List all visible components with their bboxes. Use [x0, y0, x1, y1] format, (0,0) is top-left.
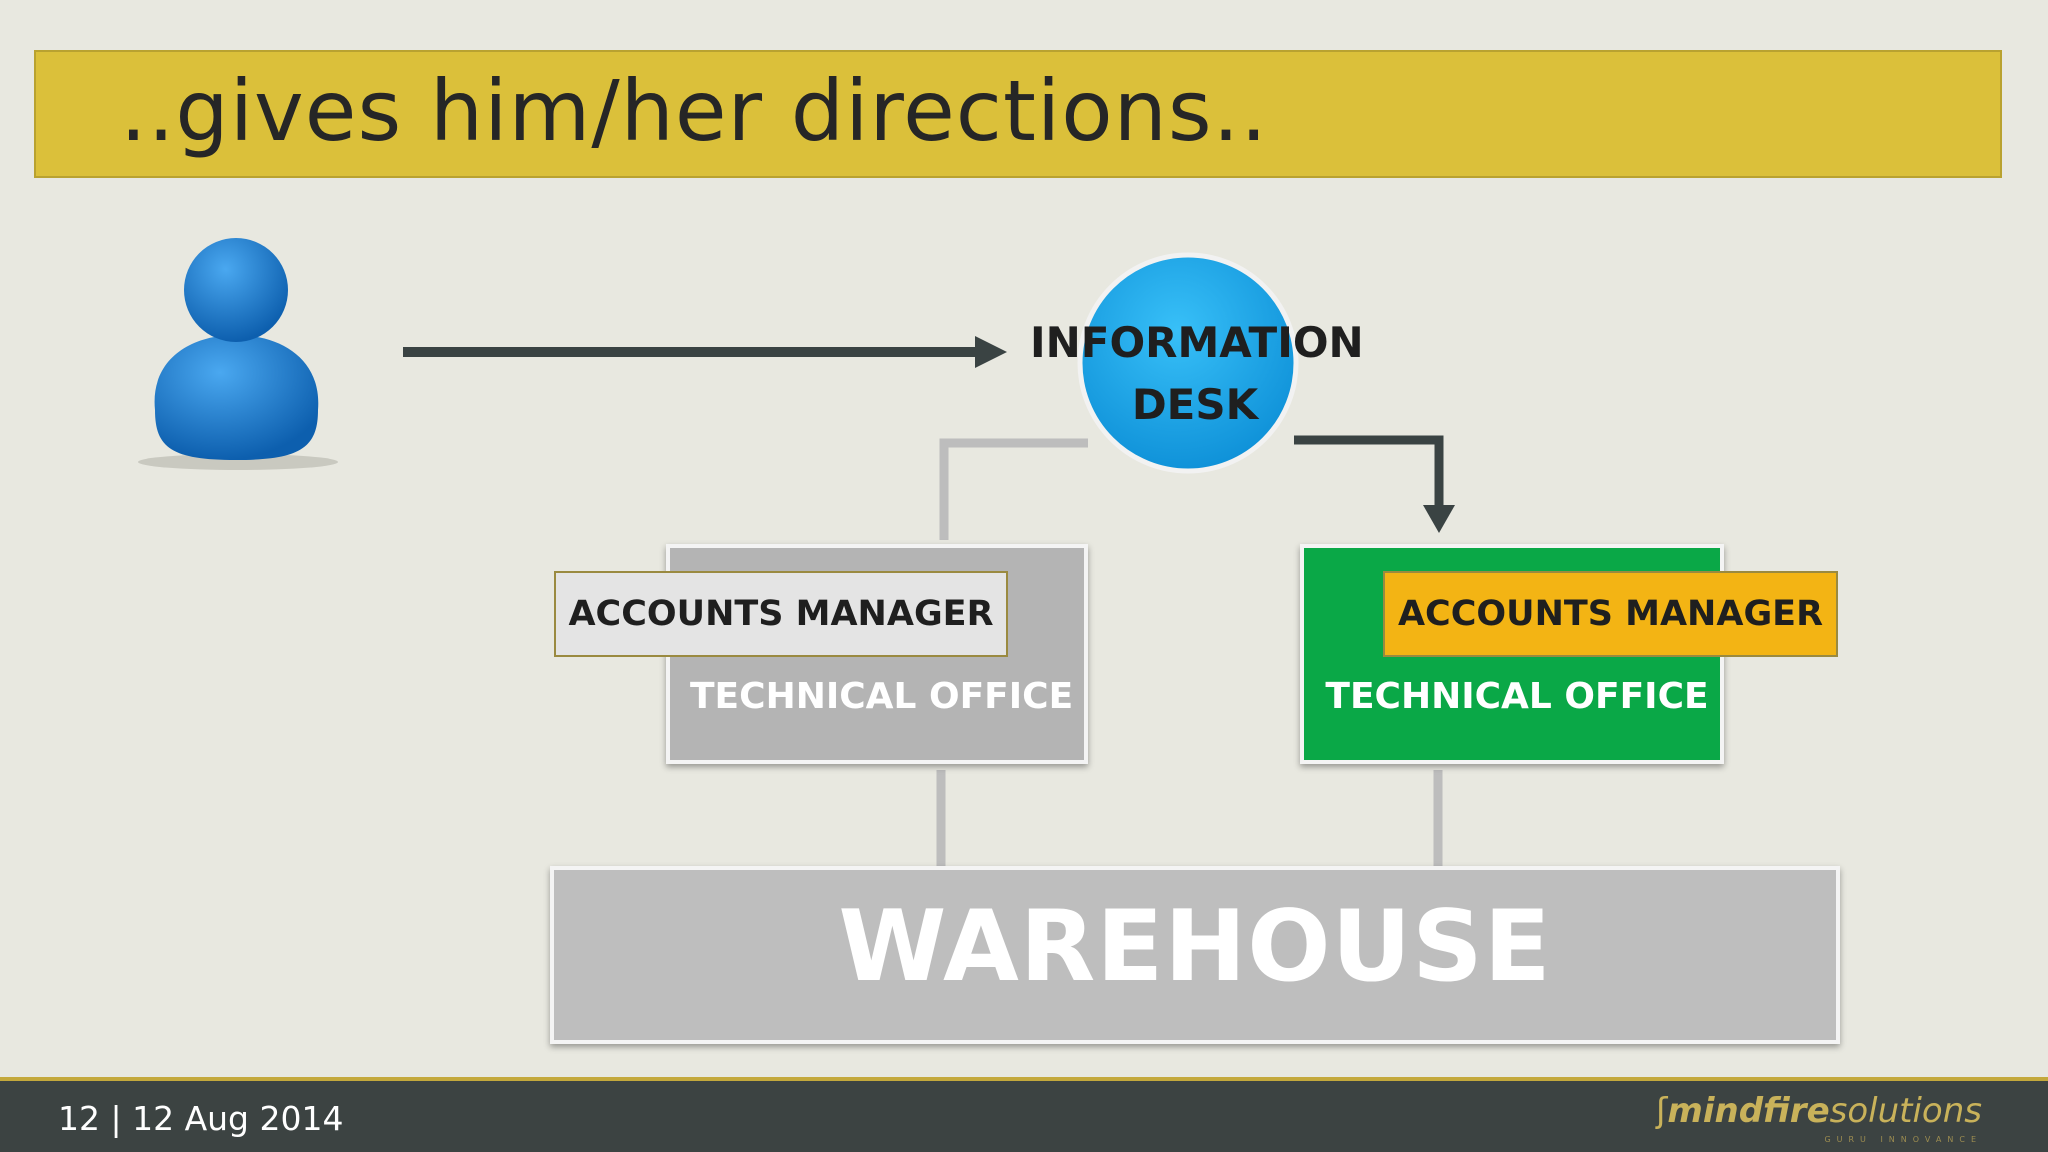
- right-office-label: TECHNICAL OFFICE: [1325, 676, 1709, 717]
- flame-icon: ʃ: [1656, 1091, 1668, 1131]
- arrow-to-desk: [403, 336, 1007, 368]
- page-number-date: 12 | 12 Aug 2014: [58, 1099, 344, 1138]
- left-office-label: TECHNICAL OFFICE: [690, 676, 1074, 717]
- info-desk-line1: INFORMATION: [1030, 318, 1364, 367]
- warehouse-box: [550, 866, 1840, 1044]
- right-accounts-manager-tag: ACCOUNTS MANAGER: [1383, 571, 1838, 657]
- company-logo: ʃmindfiresolutions: [1656, 1091, 1982, 1131]
- slide-title: ..gives him/her directions..: [120, 62, 1269, 160]
- information-desk-label: INFORMATION DESK: [1030, 312, 1364, 436]
- connector-left-office: [939, 438, 1088, 540]
- arrow-to-right-office: [1294, 435, 1455, 533]
- footer-bar: 12 | 12 Aug 2014 ʃmindfiresolutions GURU…: [0, 1077, 2048, 1152]
- logo-bold: mindfire: [1667, 1091, 1830, 1131]
- logo-light: solutions: [1829, 1091, 1982, 1131]
- info-desk-line2: DESK: [1131, 380, 1259, 429]
- title-bar: ..gives him/her directions..: [34, 50, 2002, 178]
- left-accounts-manager-tag: ACCOUNTS MANAGER: [554, 571, 1008, 657]
- logo-tagline: GURU INNOVANCE: [1824, 1135, 1982, 1144]
- information-desk-circle: [1077, 252, 1299, 474]
- person-icon: [138, 238, 338, 470]
- warehouse-label: WAREHOUSE: [838, 890, 1552, 1004]
